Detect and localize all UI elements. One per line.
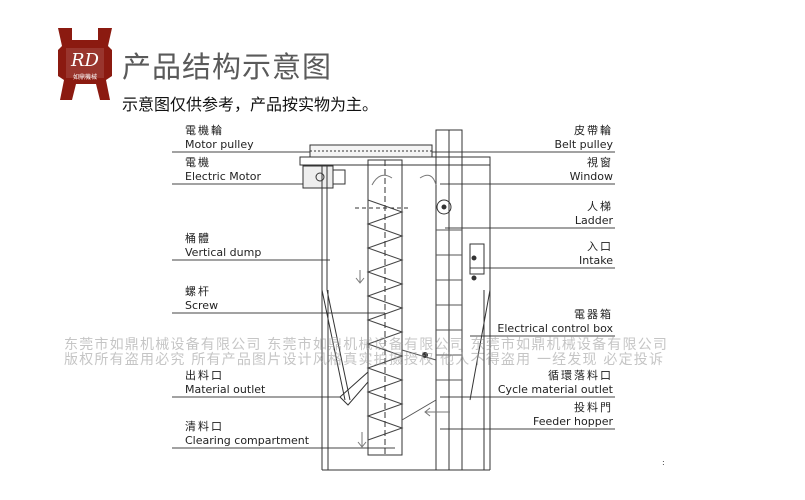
leader-lines-left [172,151,395,449]
ladder-rungs [436,229,462,381]
page-subtitle: 示意图仅供参考，产品按实物为主。 [122,95,379,114]
watermark-line-2: 版权所有盗用必究 所有产品图片设计风格真实拍摄授权 他人不得盗用 一经发现 必定… [64,352,665,368]
screw-flights [366,199,404,441]
watermark-line-1: 东莞市如鼎机械设备有限公司 东莞市如鼎机械设备有限公司 东莞市如鼎机械设备有限公… [64,337,669,353]
svg-text::: : [662,458,665,467]
page-title: 产品结构示意图 [122,50,333,84]
leader-lines-right [420,151,615,430]
